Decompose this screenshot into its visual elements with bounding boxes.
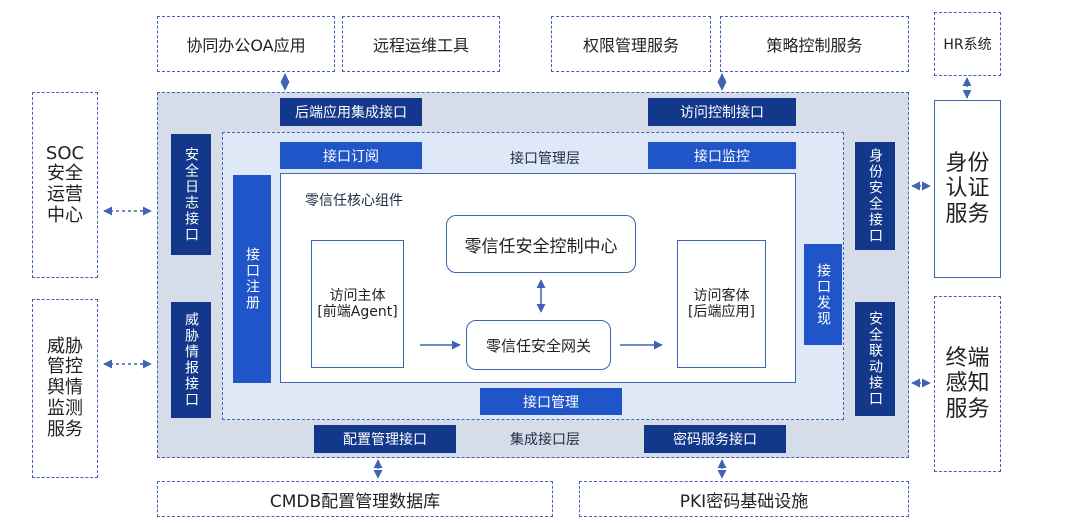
- cmdb-box: CMDB配置管理数据库: [157, 481, 553, 517]
- interface-monitor: 接口监控: [648, 142, 796, 169]
- hr-system-box: HR系统: [934, 12, 1001, 76]
- core-component-title: 零信任核心组件: [305, 193, 403, 209]
- config-management-interface: 配置管理接口: [314, 425, 456, 453]
- soc-box: SOC 安全 运营 中心: [32, 92, 98, 278]
- security-linkage-interface: 安全联动接口: [855, 302, 895, 416]
- crypto-service-interface: 密码服务接口: [644, 425, 786, 453]
- interface-register: 接口注册: [233, 175, 271, 383]
- access-object-box: 访问客体 [后端应用]: [677, 240, 766, 368]
- permission-service-box: 权限管理服务: [551, 16, 711, 72]
- policy-service-box: 策略控制服务: [720, 16, 909, 72]
- zero-trust-gateway: 零信任安全网关: [466, 320, 611, 370]
- access-subject-box: 访问主体 [前端Agent]: [311, 240, 404, 368]
- access-control-interface: 访问控制接口: [648, 98, 796, 126]
- zero-trust-control-center: 零信任安全控制中心: [446, 215, 636, 273]
- identity-auth-box: 身份 认证 服务: [934, 100, 1001, 278]
- terminal-awareness-box: 终端 感知 服务: [934, 296, 1001, 472]
- management-layer-label: 接口管理层: [510, 151, 580, 167]
- threat-monitor-box: 威胁 管控 舆情 监测 服务: [32, 299, 98, 478]
- security-log-interface: 安全日志接口: [171, 134, 211, 255]
- interface-discover: 接口发现: [804, 244, 842, 345]
- threat-intel-interface: 威胁情报接口: [171, 302, 211, 418]
- backend-integration-interface: 后端应用集成接口: [280, 98, 422, 126]
- interface-manage: 接口管理: [480, 388, 622, 415]
- pki-box: PKI密码基础设施: [579, 481, 909, 517]
- identity-security-interface: 身份安全接口: [855, 142, 895, 250]
- integration-layer-label: 集成接口层: [510, 432, 580, 448]
- oa-app-box: 协同办公OA应用: [157, 16, 335, 72]
- interface-subscribe: 接口订阅: [280, 142, 422, 169]
- remote-ops-box: 远程运维工具: [342, 16, 500, 72]
